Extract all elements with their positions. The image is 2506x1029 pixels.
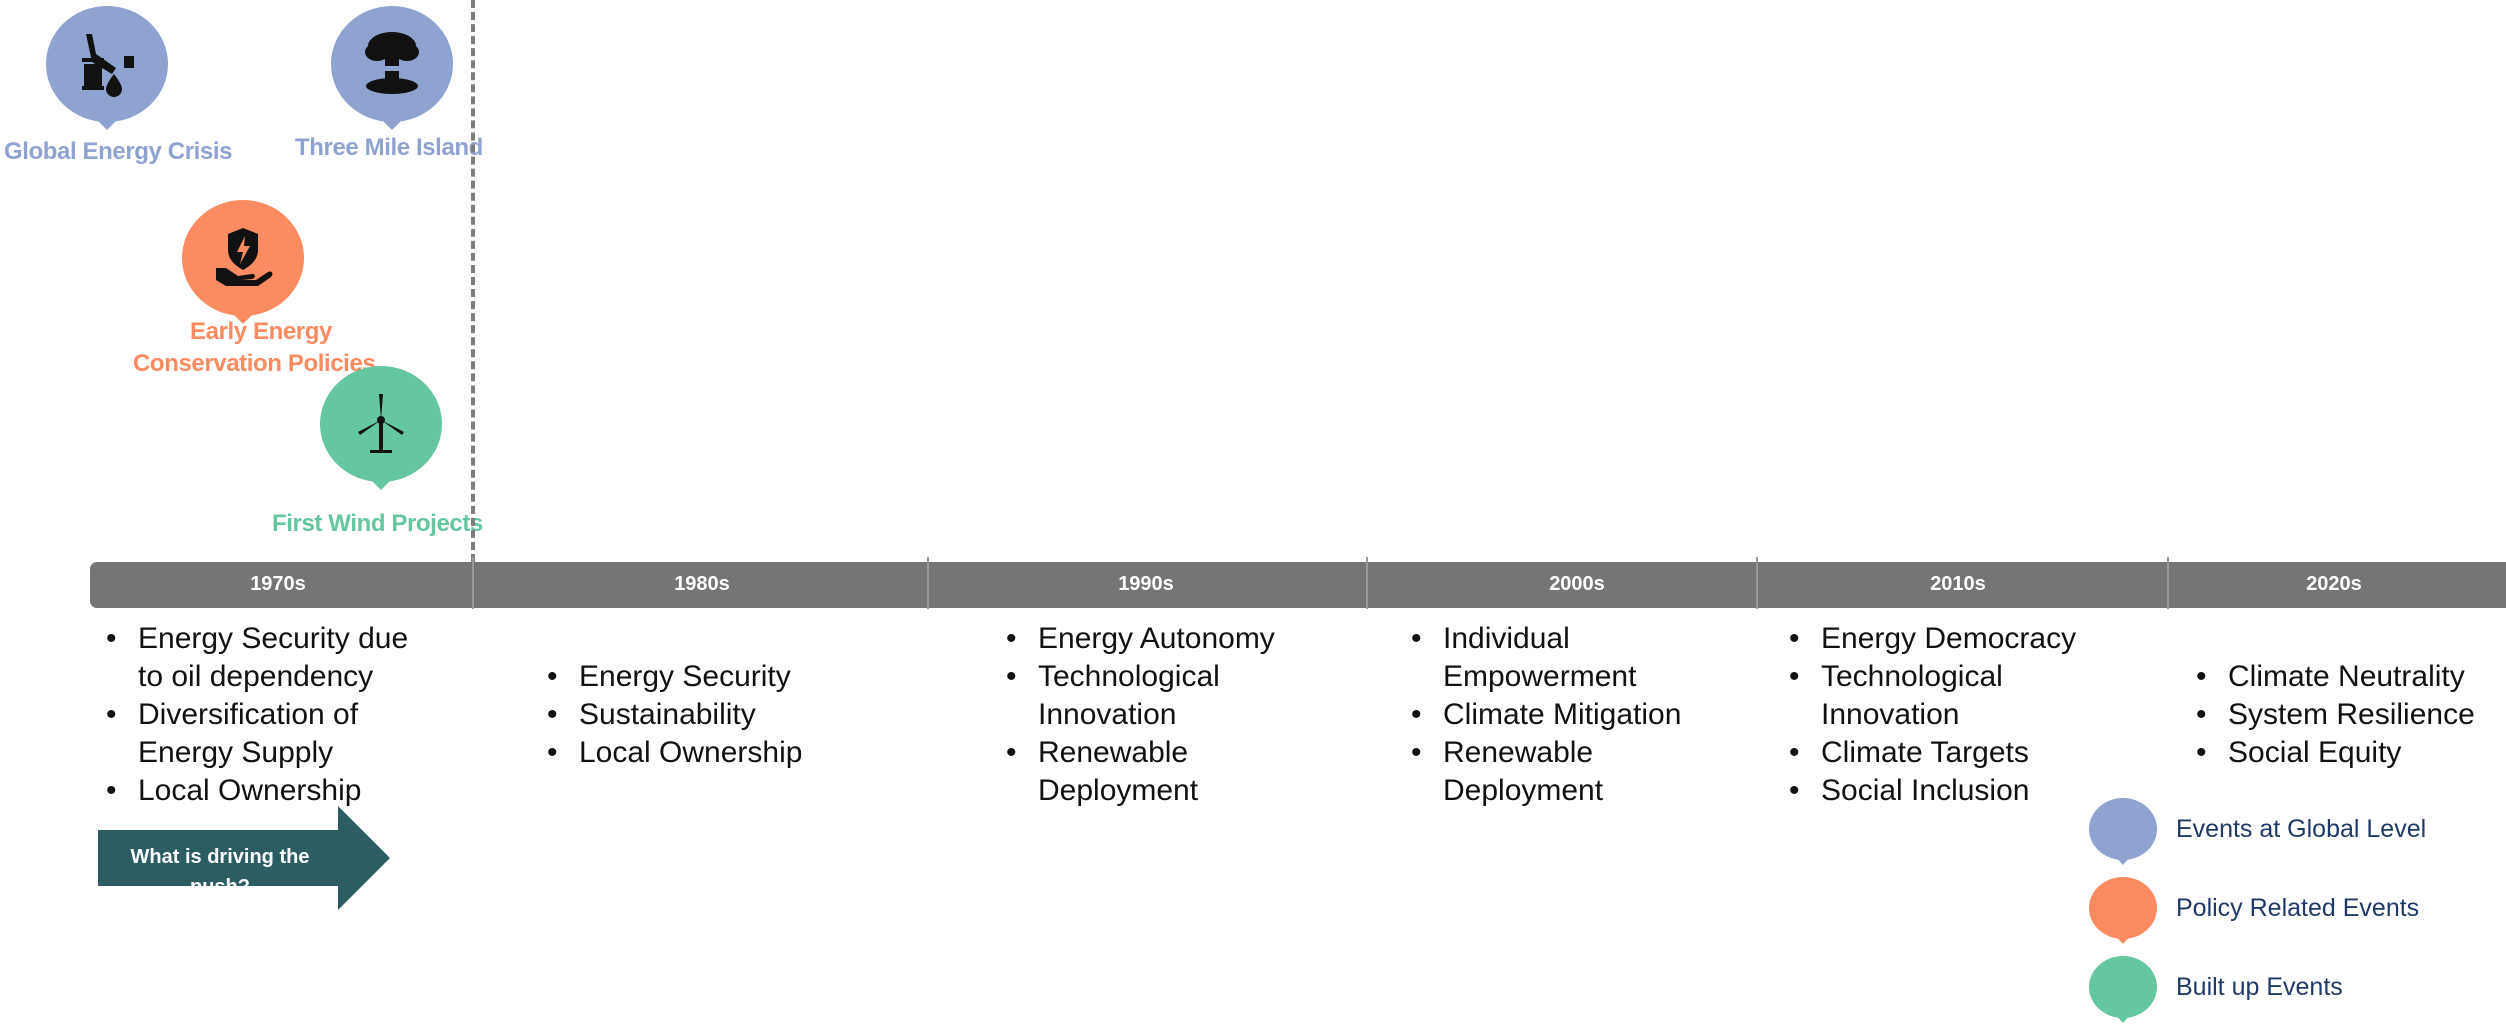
first-wind-projects-pin	[320, 366, 442, 494]
list-item: Social Equity	[2190, 734, 2475, 772]
list-item: Energy Security	[541, 658, 802, 696]
era-divider-line	[471, 0, 475, 562]
legend-label-global: Events at Global Level	[2176, 815, 2427, 843]
timeline-bar	[90, 562, 2506, 608]
oil-drill-barrel-icon	[82, 34, 134, 97]
legend-swatch-built	[2089, 956, 2157, 1023]
driving-push-arrow	[98, 806, 390, 910]
legend-item-global: Events at Global Level	[2088, 797, 2506, 871]
legend-item-built: Built up Events	[2088, 955, 2506, 1029]
arrow-shape	[98, 806, 390, 910]
legend-swatch-global	[2089, 798, 2157, 865]
drivers-list-2020s: Climate Neutrality System Resilience Soc…	[2190, 658, 2475, 772]
list-item: Social Inclusion	[1783, 772, 2076, 810]
list-item: Local Ownership	[100, 772, 408, 810]
event-label-early-energy-line2: Conservation Policies	[133, 350, 376, 377]
decade-label-1990s: 1990s	[1118, 573, 1174, 595]
legend-label-built: Built up Events	[2176, 973, 2343, 1001]
hand-shield-lightning-icon	[216, 228, 273, 286]
list-item: Climate Neutrality	[2190, 658, 2475, 696]
three-mile-island-pin	[331, 6, 453, 134]
event-label-global-energy-crisis: Global Energy Crisis	[4, 138, 233, 165]
drivers-list-1980s: Energy Security Sustainability Local Own…	[541, 658, 802, 772]
event-label-first-wind-projects: First Wind Projects	[272, 510, 483, 537]
nuclear-explosion-icon	[365, 32, 419, 94]
drivers-list-1990s: Energy Autonomy TechnologicalInnovation …	[1000, 620, 1275, 810]
decade-label-2020s: 2020s	[2306, 573, 2362, 595]
global-energy-crisis-pin	[46, 6, 168, 134]
timeline-tick	[472, 557, 474, 609]
list-item: System Resilience	[2190, 696, 2475, 734]
list-item: Energy Democracy	[1783, 620, 2076, 658]
legend-swatch-policy	[2089, 877, 2157, 944]
drivers-list-2010s: Energy Democracy TechnologicalInnovation…	[1783, 620, 2076, 810]
decade-label-1980s: 1980s	[674, 573, 730, 595]
legend-label-policy: Policy Related Events	[2176, 894, 2420, 922]
timeline-tick	[1756, 557, 1758, 609]
timeline-tick	[2167, 557, 2169, 609]
decade-label-2000s: 2000s	[1549, 573, 1605, 595]
event-label-early-energy-line1: Early Energy	[190, 318, 332, 345]
decade-label-2010s: 2010s	[1930, 573, 1986, 595]
timeline-tick	[927, 557, 929, 609]
early-energy-conservation-pin	[182, 200, 304, 328]
decade-label-1970s: 1970s	[250, 573, 306, 595]
list-item: Sustainability	[541, 696, 802, 734]
arrow-label: What is driving the push?	[130, 846, 310, 898]
wind-turbine-icon	[358, 394, 404, 453]
legend-item-policy: Policy Related Events	[2088, 876, 2506, 950]
list-item: Energy Autonomy	[1000, 620, 1275, 658]
timeline-tick	[1366, 557, 1368, 609]
list-item: Local Ownership	[541, 734, 802, 772]
list-item: Climate Targets	[1783, 734, 2076, 772]
list-item: Climate Mitigation	[1405, 696, 1681, 734]
event-label-three-mile-island: Three Mile Island	[295, 134, 483, 161]
